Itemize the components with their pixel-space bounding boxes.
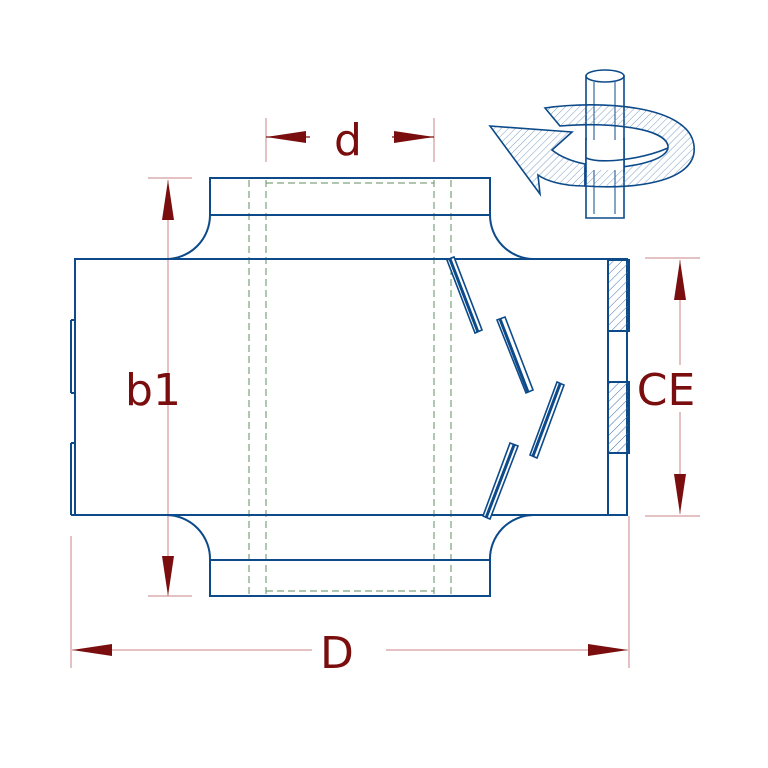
arrowhead bbox=[162, 556, 174, 596]
dimension-ce: CE bbox=[637, 260, 696, 514]
hidden-bore-lines bbox=[248, 180, 452, 596]
arrowhead bbox=[674, 474, 686, 514]
bottom-right-fillet bbox=[488, 514, 535, 561]
arrowhead bbox=[394, 131, 434, 143]
bottom-hub bbox=[209, 559, 491, 597]
arrowhead bbox=[588, 644, 628, 656]
dimension-D: D bbox=[72, 628, 628, 679]
dimension-label-b1: b1 bbox=[125, 365, 181, 416]
extension-lines bbox=[70, 118, 700, 668]
dimension-label-D: D bbox=[320, 628, 354, 679]
cutting-edges bbox=[607, 259, 630, 454]
rotation-arrow-around-shaft-icon bbox=[488, 69, 695, 219]
cutting-edge-upper bbox=[607, 259, 630, 332]
bottom-left-fillet bbox=[165, 514, 212, 561]
dimension-b1: b1 bbox=[125, 180, 181, 596]
arrowhead bbox=[674, 260, 686, 300]
cutting-edge-lower bbox=[607, 381, 630, 454]
dimension-label-d: d bbox=[334, 115, 362, 166]
top-hub bbox=[209, 177, 491, 216]
dimension-d: d bbox=[266, 115, 434, 166]
top-right-fillet bbox=[489, 214, 535, 260]
swirl-arrow bbox=[488, 125, 586, 197]
arrowhead bbox=[72, 644, 112, 656]
dimension-label-ce: CE bbox=[637, 365, 696, 416]
angled-inserts bbox=[445, 255, 566, 521]
top-left-fillet bbox=[165, 214, 211, 260]
arrowhead bbox=[266, 131, 306, 143]
arrowhead bbox=[162, 180, 174, 220]
